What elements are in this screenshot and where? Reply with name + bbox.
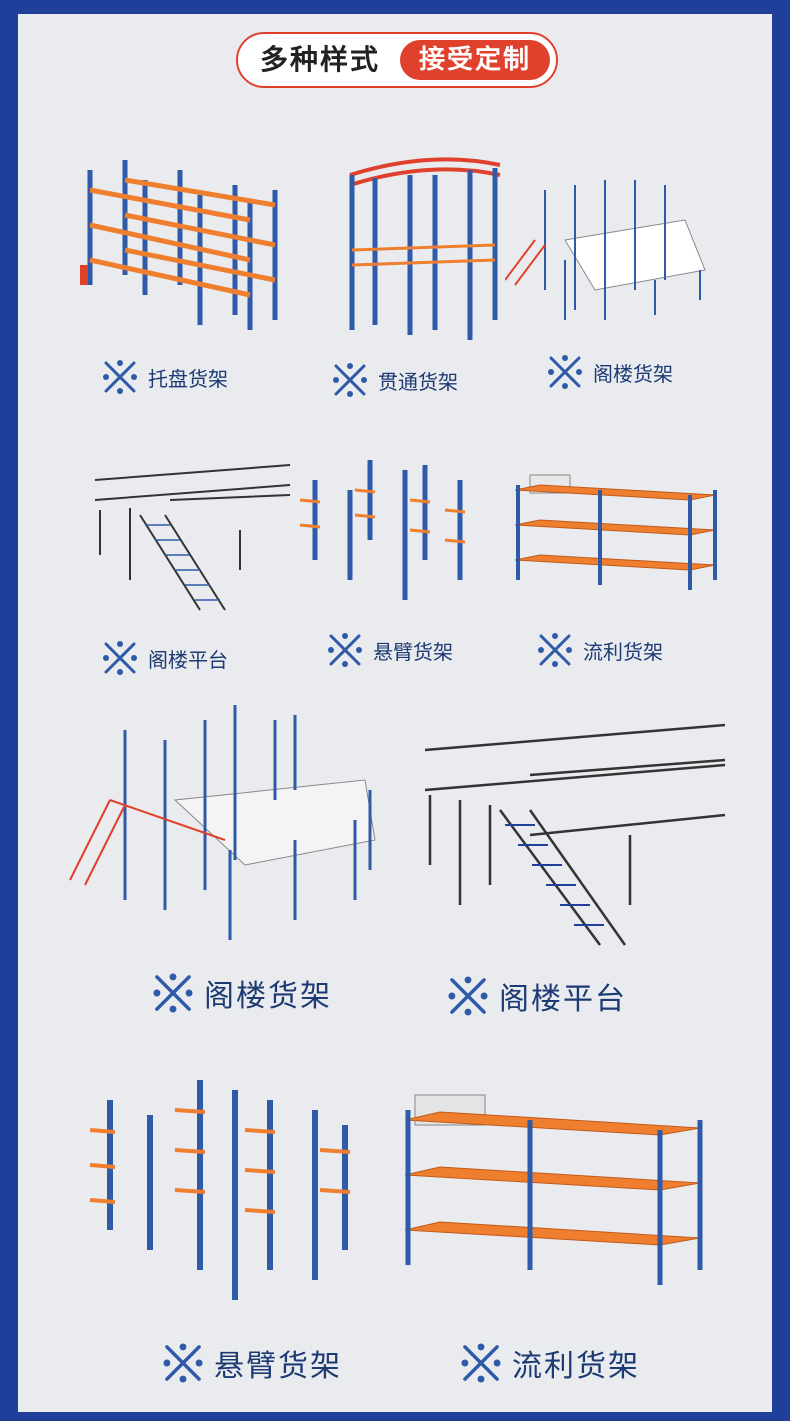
cross-dots-icon: [330, 360, 370, 400]
item-label: 悬臂货架: [373, 639, 453, 664]
flow-rack-illustration: [404, 1094, 703, 1285]
item-mezzanine-platform-small[interactable]: 阁楼平台: [90, 460, 300, 620]
cantilever-rack-illustration: [299, 460, 466, 600]
item-mezzanine-rack-small[interactable]: 阁楼货架: [505, 170, 715, 350]
flow-rack-illustration: [514, 474, 717, 590]
item-label: 流利货架: [512, 1349, 640, 1384]
cross-dots-icon: [100, 357, 140, 397]
cross-dots-icon: [325, 630, 365, 670]
banner-title: 多种样式: [260, 43, 381, 76]
cross-dots-icon: [545, 352, 585, 392]
item-label: 阁楼平台: [148, 647, 228, 672]
item-label: 阁楼货架: [593, 361, 673, 386]
item-label: 阁楼平台: [499, 982, 627, 1017]
banner-badge: 接受定制: [400, 40, 550, 80]
mezzanine-rack-illustration: [505, 180, 706, 320]
mezzanine-platform-illustration: [424, 723, 726, 946]
cantilever-rack-illustration: [89, 1080, 351, 1300]
item-flow-rack-large[interactable]: 流利货架: [400, 1090, 710, 1400]
mezzanine-platform-illustration: [94, 464, 291, 611]
item-cantilever-rack-large[interactable]: 悬臂货架: [85, 1070, 365, 1400]
item-label: 流利货架: [583, 639, 663, 664]
cross-dots-icon: [150, 970, 196, 1016]
item-cantilever-rack-small[interactable]: 悬臂货架: [295, 450, 480, 620]
item-label: 阁楼货架: [204, 979, 332, 1014]
pallet-rack-illustration: [80, 160, 278, 330]
item-label: 悬臂货架: [214, 1349, 342, 1384]
cross-dots-icon: [458, 1340, 504, 1386]
item-label: 贯通货架: [378, 369, 458, 394]
cross-dots-icon: [445, 973, 491, 1019]
mezzanine-rack-illustration: [69, 705, 376, 940]
drive-in-rack-illustration: [349, 157, 501, 340]
item-mezzanine-rack-large[interactable]: 阁楼货架: [65, 700, 385, 1030]
item-mezzanine-platform-large[interactable]: 阁楼平台: [420, 715, 730, 1030]
cross-dots-icon: [160, 1340, 206, 1386]
item-pallet-rack[interactable]: 托盘货架: [70, 145, 290, 345]
item-drive-in-rack[interactable]: 贯通货架: [340, 150, 520, 350]
cross-dots-icon: [535, 630, 575, 670]
item-label: 托盘货架: [148, 366, 228, 391]
header-banner: 多种样式 接受定制: [236, 32, 558, 88]
item-flow-rack-small[interactable]: 流利货架: [510, 470, 725, 630]
cross-dots-icon: [100, 638, 140, 678]
